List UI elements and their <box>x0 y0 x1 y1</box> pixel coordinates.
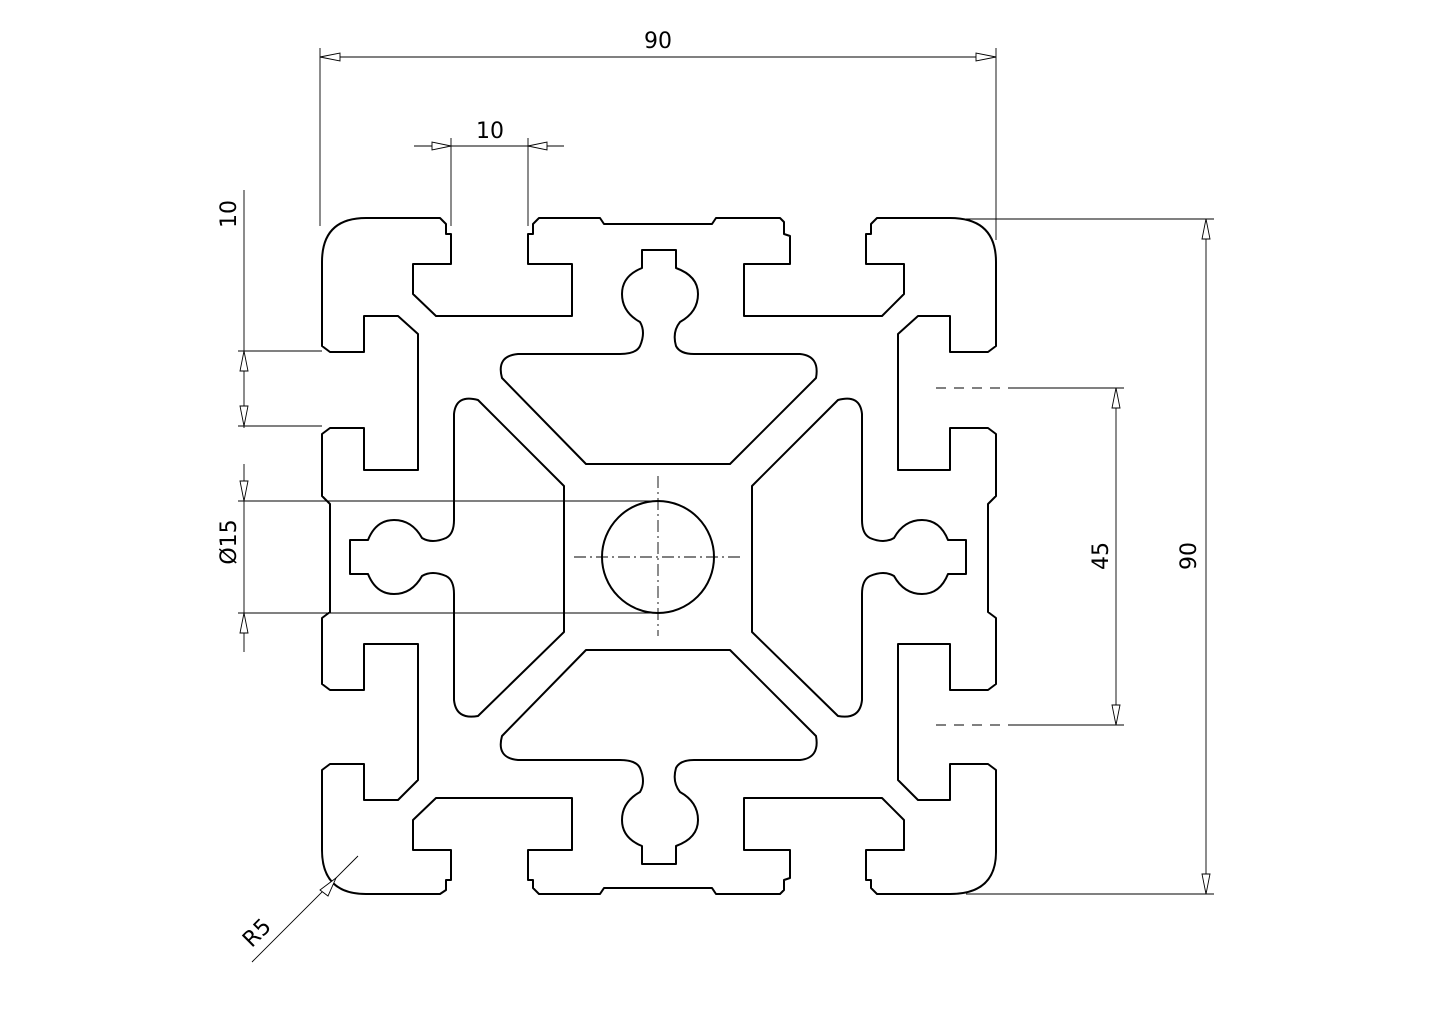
center-bore-label: Ø15 <box>217 519 242 564</box>
extrusion-profile-outline <box>321 217 997 895</box>
dimension-slot-spacing: 45 <box>1010 387 1124 726</box>
dimension-corner-radius: R5 <box>238 855 359 963</box>
top-slot-channel <box>499 249 818 465</box>
slot-width-label: 10 <box>476 119 504 144</box>
top-left-corner-outline <box>321 217 997 895</box>
left-slot-channel <box>349 397 565 718</box>
dimension-slot-width: 10 <box>414 119 564 226</box>
corner-radius-label: R5 <box>238 914 276 952</box>
overall-width-label: 90 <box>644 29 672 54</box>
dimension-overall-height: 90 <box>966 218 1214 895</box>
bore-center-lines <box>574 476 742 636</box>
dimension-center-bore: Ø15 <box>217 464 660 652</box>
slot-depth-label: 10 <box>217 200 242 228</box>
bottom-slot-channel <box>499 649 818 865</box>
dimension-overall-width: 90 <box>319 29 997 240</box>
dimension-slot-depth: 10 <box>217 190 322 428</box>
slot-spacing-label: 45 <box>1089 542 1114 570</box>
slot-reference-lines <box>936 387 1010 726</box>
overall-height-label: 90 <box>1177 542 1202 570</box>
right-slot-channel <box>751 397 967 718</box>
